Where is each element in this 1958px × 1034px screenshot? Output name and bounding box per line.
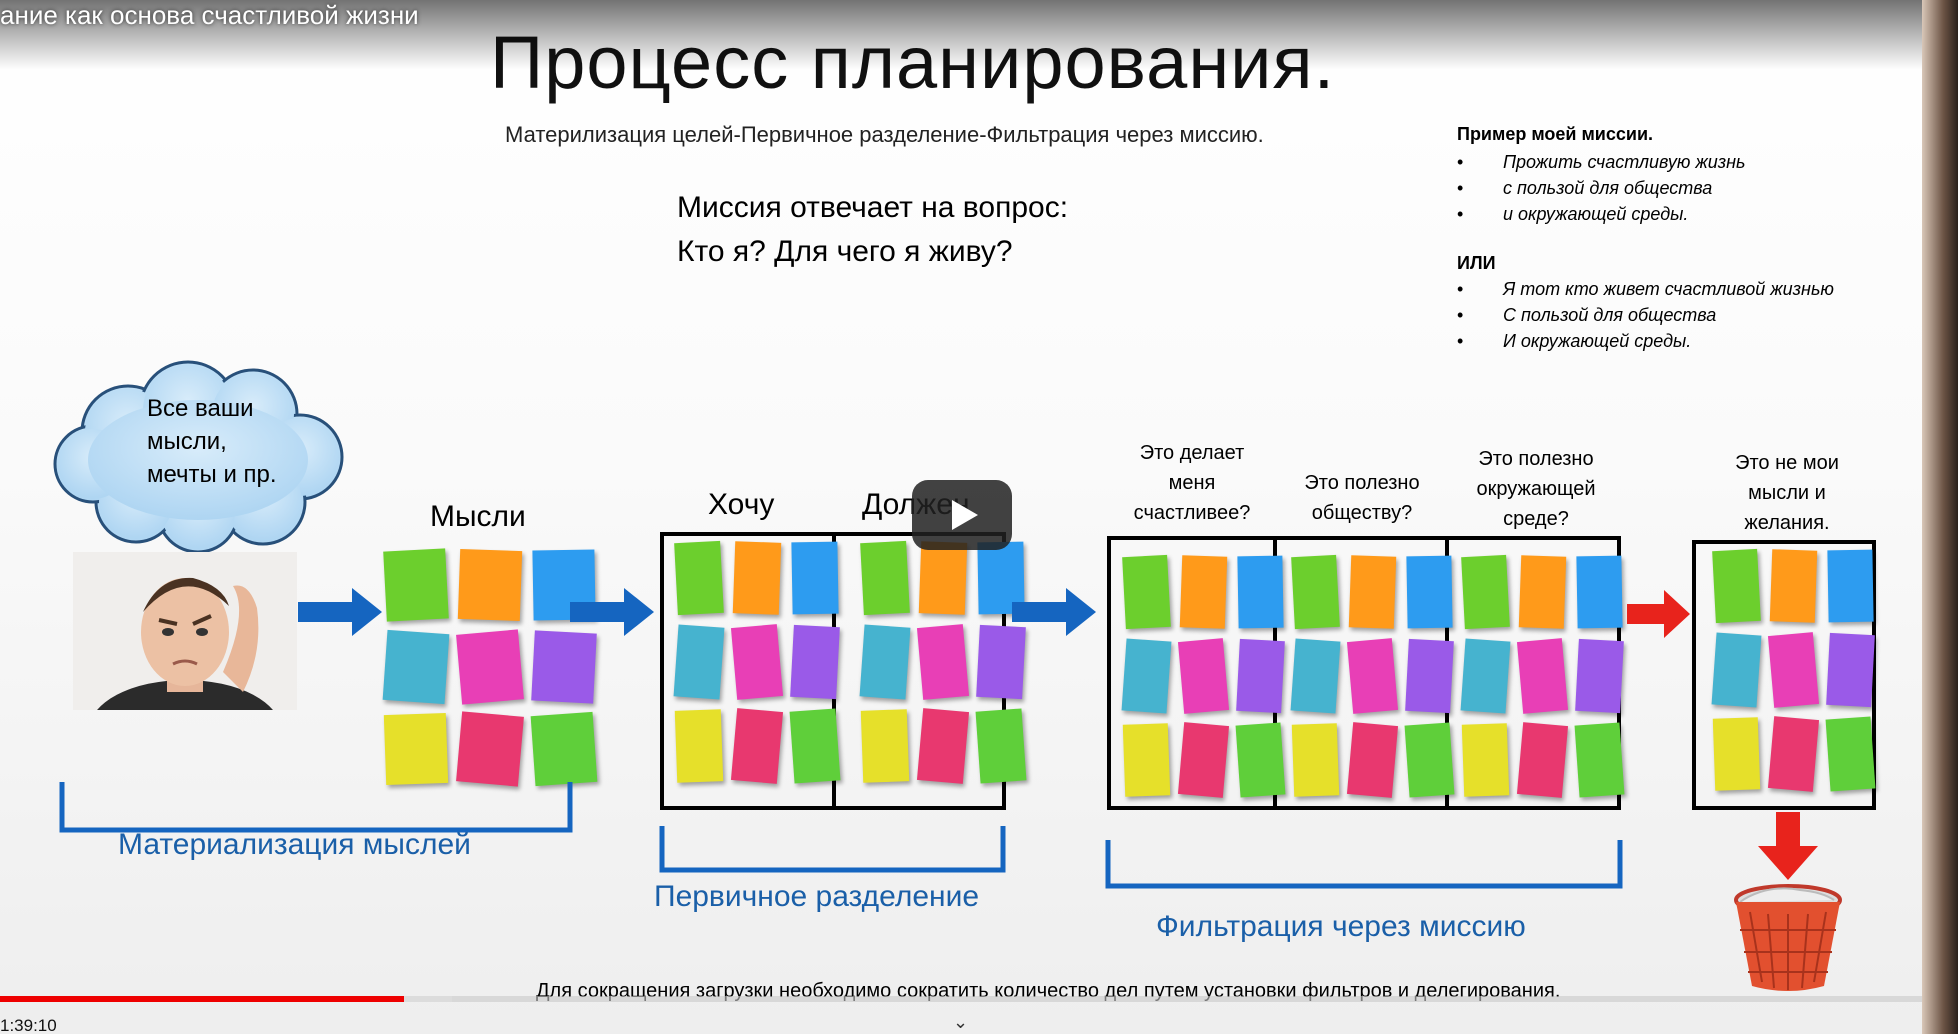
arrow-icon: [570, 588, 654, 636]
mission-example-list: Прожить счастливую жизнь с пользой для о…: [1457, 149, 1847, 227]
question-line: обществу?: [1311, 502, 1413, 524]
question-not-mine: Это не мои мысли и желания.: [1707, 448, 1867, 538]
question-happier: Это делает меня счастливее?: [1112, 438, 1272, 528]
slide-subtitle: Материлизация целей-Первичное разделение…: [505, 122, 1264, 147]
question-line: Это полезно: [1304, 472, 1420, 494]
progress-fill: [0, 996, 404, 1002]
red-arrow-icon: [1627, 590, 1690, 638]
mission-example-list-alt: Я тот кто живет счастливой жизнью С поль…: [1457, 276, 1847, 354]
question-line: Это не мои: [1735, 452, 1839, 474]
cloud-text-line: мысли,: [147, 428, 227, 455]
question-line: желания.: [1744, 512, 1830, 534]
question-line: среде?: [1503, 508, 1569, 530]
arrow-icon: [1012, 588, 1096, 636]
question-line: меня: [1168, 472, 1216, 494]
thought-cloud-icon: [53, 360, 344, 552]
list-item: С пользой для общества: [1457, 302, 1847, 328]
question-line: Это полезно: [1478, 448, 1594, 470]
time-display: 1:39:10: [0, 1016, 57, 1034]
rejected-box: [1692, 540, 1876, 810]
section-materialization: Материализация мыслей: [118, 828, 471, 861]
trash-basket-icon: [1734, 884, 1842, 991]
arrow-icon: [298, 588, 382, 636]
mission-question-line: Кто я? Для чего я живу?: [677, 235, 1013, 268]
mission-question-line: Миссия отвечает на вопрос:: [677, 191, 1069, 224]
question-environment: Это полезно окружающей среде?: [1456, 444, 1616, 534]
question-line: Это делает: [1139, 442, 1245, 464]
or-label: ИЛИ: [1457, 253, 1496, 273]
cloud-text-line: Все ваши: [147, 395, 254, 422]
progress-bar[interactable]: [0, 996, 1922, 1002]
mission-question: Миссия отвечает на вопрос: Кто я? Для че…: [677, 186, 1068, 274]
confused-man-photo: [73, 552, 297, 710]
presenter-video-edge: [1922, 0, 1958, 1034]
bracket: [1105, 840, 1623, 889]
mission-example-heading: Пример моей миссии.: [1457, 124, 1654, 144]
question-line: окружающей: [1476, 478, 1596, 500]
video-title[interactable]: ание как основа счастливой жизни: [0, 0, 419, 30]
cloud-text-line: мечты и пр.: [147, 461, 277, 488]
want-label: Хочу: [708, 488, 775, 521]
bracket: [659, 826, 1006, 873]
mission-example: Пример моей миссии. Прожить счастливую ж…: [1457, 124, 1847, 354]
list-item: Я тот кто живет счастливой жизнью: [1457, 276, 1847, 302]
bracket: [59, 782, 573, 833]
thoughts-label: Мысли: [430, 500, 526, 533]
play-button[interactable]: [912, 480, 1012, 550]
chevron-down-icon[interactable]: ⌄: [953, 1012, 969, 1032]
question-society: Это полезно обществу?: [1282, 468, 1442, 528]
red-down-arrow-icon: [1758, 812, 1818, 880]
list-item: Прожить счастливую жизнь: [1457, 149, 1847, 175]
cloud-text: Все ваши мысли, мечты и пр.: [147, 392, 277, 491]
section-filtration: Фильтрация через миссию: [1156, 910, 1526, 943]
top-overlay: [0, 0, 1922, 70]
list-item: И окружающей среды.: [1457, 328, 1847, 354]
list-item: и окружающей среды.: [1457, 201, 1847, 227]
question-line: счастливее?: [1133, 502, 1251, 524]
list-item: с пользой для общества: [1457, 175, 1847, 201]
question-line: мысли и: [1748, 482, 1826, 504]
section-primary-split: Первичное разделение: [654, 880, 980, 913]
